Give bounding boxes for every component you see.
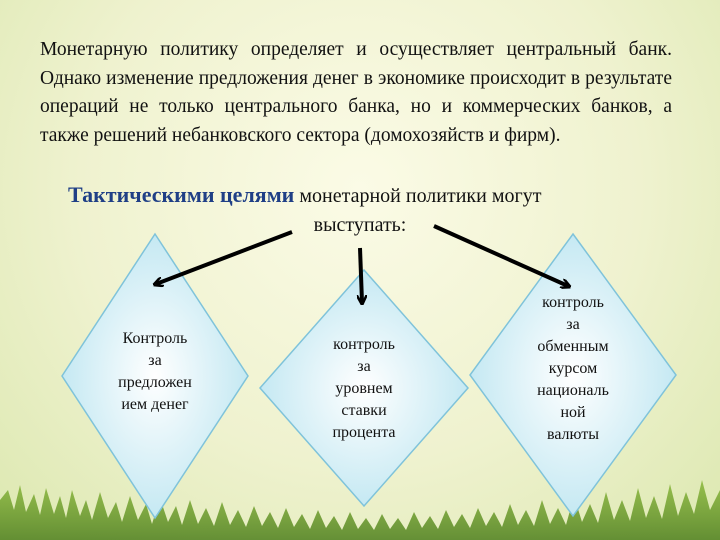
- heading-rest-line1: монетарной политики могут: [294, 185, 542, 207]
- diamond-exchange-rate: контроль за обменным курсом националь но…: [468, 232, 678, 518]
- diamond-label-interest-rate: контроль за уровнем ставки процента: [332, 336, 396, 441]
- diamond-interest-rate: контроль за уровнем ставки процента: [258, 268, 470, 508]
- intro-paragraph: Монетарную политику определяет и осущест…: [40, 39, 672, 146]
- tactical-goals-heading: Тактическими целями монетарной политики …: [68, 182, 668, 208]
- diamond-label-exchange-rate: контроль за обменным курсом националь но…: [537, 294, 609, 443]
- diamond-money-supply: Контроль за предложен ием денег: [60, 232, 250, 520]
- diamond-shape: [61, 232, 249, 520]
- diamond-shape: [259, 268, 469, 508]
- heading-emphasis: Тактическими целями: [68, 182, 295, 207]
- heading-line2: выступать:: [313, 214, 407, 236]
- diamond-label-money-supply: Контроль за предложен ием денег: [118, 330, 192, 413]
- diamond-shape: [469, 232, 677, 518]
- grass-decoration: [0, 480, 720, 540]
